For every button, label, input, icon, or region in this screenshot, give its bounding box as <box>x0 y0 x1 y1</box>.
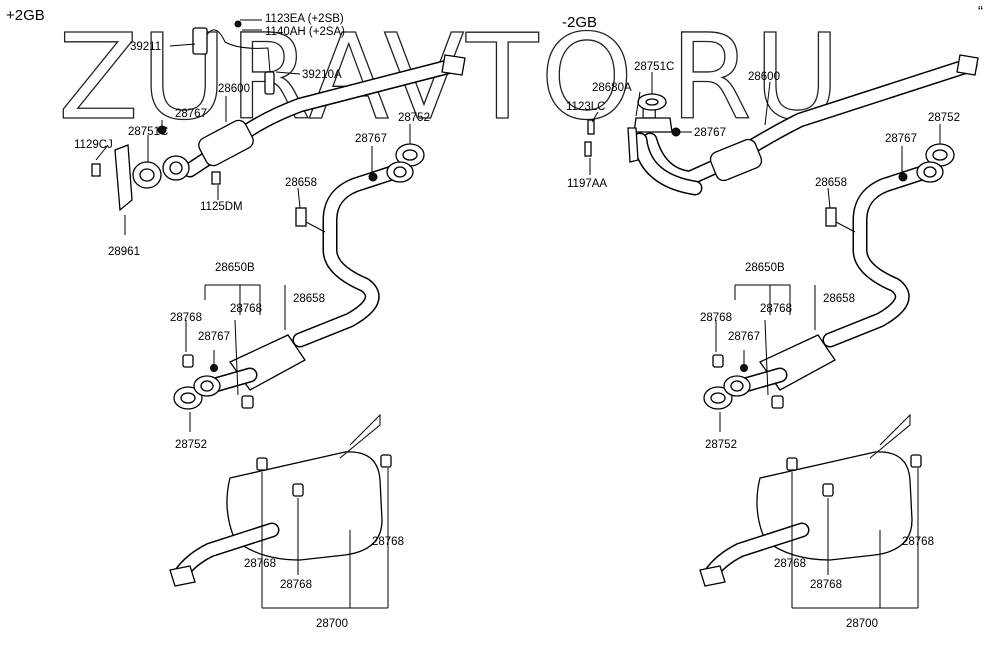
left-labels: 1123EA (+2SB) 1140AH (+2SA) 39211 39210A… <box>74 13 430 630</box>
right-leader-lines <box>589 72 941 609</box>
right-label-28768-d: 28768 <box>774 558 806 570</box>
right-main-muffler <box>699 413 922 587</box>
right-label-28700: 28700 <box>846 618 878 630</box>
right-label-1197AA: 1197AA <box>567 178 607 190</box>
left-label-28767-mid: 28767 <box>355 133 387 145</box>
left-front-gasket <box>91 125 221 212</box>
right-label-28768-e: 28768 <box>810 579 842 591</box>
right-front-pipe <box>584 54 979 196</box>
left-label-28658-b: 28658 <box>293 293 325 305</box>
corner-mark: “ <box>978 3 983 20</box>
left-label-39210A: 39210A <box>302 69 342 81</box>
right-label-28600: 28600 <box>748 71 780 83</box>
left-label-28658: 28658 <box>285 177 317 189</box>
left-panel: +2GB <box>6 7 466 630</box>
left-front-pipe <box>182 54 466 178</box>
right-label-28768-b: 28768 <box>760 303 792 315</box>
right-label-28767-mid: 28767 <box>885 133 917 145</box>
left-label-28768-d: 28768 <box>244 558 276 570</box>
left-variant-title: +2GB <box>6 7 45 24</box>
right-label-28752-mid: 28752 <box>928 112 960 124</box>
left-main-muffler <box>169 413 392 587</box>
left-center-pipe <box>207 164 403 393</box>
left-label-28767-upper: 28767 <box>175 108 207 120</box>
left-label-28751C: 28751C <box>128 126 168 138</box>
right-label-28658: 28658 <box>815 177 847 189</box>
right-label-28768-c: 28768 <box>902 536 934 548</box>
watermark-text: ZURAVTO.RU <box>58 8 842 146</box>
right-label-28751C: 28751C <box>634 61 674 73</box>
right-label-28680A: 28680A <box>592 82 632 94</box>
left-label-28600: 28600 <box>218 83 250 95</box>
left-label-1123EA: 1123EA (+2SB) <box>265 13 344 25</box>
right-label-28752-low: 28752 <box>705 439 737 451</box>
right-label-28658-b: 28658 <box>823 293 855 305</box>
left-label-1125DM: 1125DM <box>200 201 243 213</box>
right-label-28767-upper: 28767 <box>694 127 726 139</box>
left-label-28768-c: 28768 <box>372 536 404 548</box>
right-label-1123LC: 1123LC <box>566 101 605 113</box>
left-label-1129CJ: 1129CJ <box>74 139 113 151</box>
left-label-28752-mid: 28752 <box>398 112 430 124</box>
right-label-28768-a: 28768 <box>700 312 732 324</box>
right-center-pipe <box>737 164 933 393</box>
left-label-28752-low: 28752 <box>175 439 207 451</box>
right-variant-title: -2GB <box>562 14 597 31</box>
right-labels: 28751C 28680A 28600 1123LC 28767 1197AA … <box>566 61 960 630</box>
left-label-39211: 39211 <box>130 41 161 53</box>
left-label-28961: 28961 <box>108 246 140 258</box>
left-center-gaskets <box>173 143 425 410</box>
left-oxygen-sensor <box>192 20 275 95</box>
left-label-28700: 28700 <box>316 618 348 630</box>
left-label-28768-b: 28768 <box>230 303 262 315</box>
left-label-28650B: 28650B <box>215 262 255 274</box>
left-label-28768-e: 28768 <box>280 579 312 591</box>
right-label-28767-low: 28767 <box>728 331 760 343</box>
left-label-28768-a: 28768 <box>170 312 202 324</box>
right-label-28650B: 28650B <box>745 262 785 274</box>
left-leader-lines <box>95 19 411 609</box>
right-panel: -2GB <box>562 14 979 630</box>
left-label-28767-low: 28767 <box>198 331 230 343</box>
left-label-1140AH: 1140AH (+2SA) <box>265 26 345 38</box>
